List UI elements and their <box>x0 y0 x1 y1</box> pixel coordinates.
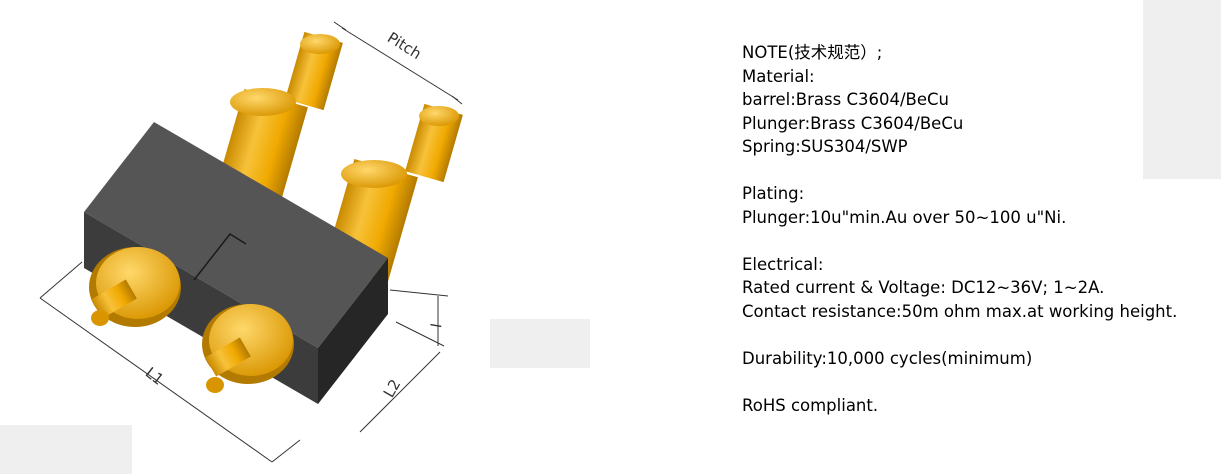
i-label: I <box>427 322 445 329</box>
material-plunger: Plunger:Brass C3604/BeCu <box>742 113 964 133</box>
material-barrel: barrel:Brass C3604/BeCu <box>742 90 949 109</box>
l2-label: L2 <box>380 376 405 401</box>
contact-resistance: Contact resistance:50m ohm max.at workin… <box>742 301 1178 321</box>
material-heading: Material: <box>742 66 815 86</box>
durability: Durability:10,000 cycles(minimum) <box>742 348 1033 368</box>
plating-heading: Plating: <box>742 184 805 203</box>
material-spring: Spring:SUS304/SWP <box>742 137 908 156</box>
note-title: NOTE(技术规范）; <box>742 43 883 62</box>
pin-front <box>324 103 463 283</box>
gray-panel-bottom-left <box>0 425 132 474</box>
spacer <box>742 370 1212 394</box>
pogo-pin-drawing: Pitch L1 L2 I <box>39 21 463 463</box>
flange-right <box>202 304 294 393</box>
rohs-note: RoHS compliant. <box>742 395 879 415</box>
spacer <box>742 323 1212 347</box>
dimension-lines <box>39 21 463 463</box>
rated-current: Rated current & Voltage: DC12~36V; 1~2A. <box>742 278 1105 297</box>
electrical-heading: Electrical: <box>742 254 824 274</box>
spacer <box>742 229 1212 253</box>
gray-panel-middle <box>490 319 590 368</box>
spec-notes: NOTE(技术规范）; Material: barrel:Brass C3604… <box>742 41 1212 417</box>
flange-left <box>89 247 181 327</box>
spacer <box>742 159 1212 183</box>
gray-panel-top-right <box>1143 0 1221 179</box>
plating-spec: Plunger:10u"min.Au over 50~100 u"Ni. <box>742 207 1067 227</box>
